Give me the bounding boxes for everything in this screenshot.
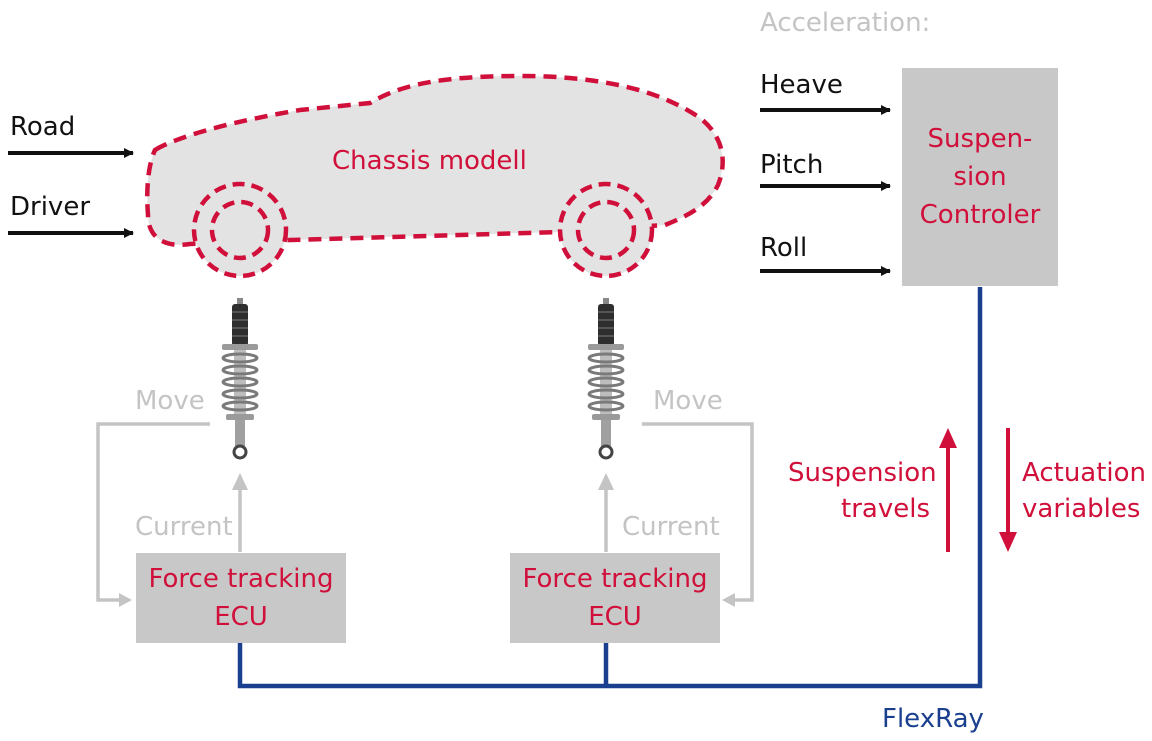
roll-label: Roll (760, 233, 808, 263)
suspension-travels-label-line1: Suspension (788, 458, 937, 488)
left-current-label: Current (135, 512, 233, 542)
right-shock-absorber (587, 298, 625, 460)
right-wheel (557, 181, 655, 279)
flexray-label: FlexRay (882, 704, 984, 734)
heave-label: Heave (760, 70, 843, 100)
controller-label-line3: Controler (919, 200, 1041, 230)
right-move-arrowhead (722, 593, 735, 607)
left-current-arrowhead (232, 473, 248, 490)
right-ecu-label-line1: Force tracking (522, 564, 708, 594)
chassis-model-label: Chassis modell (332, 146, 527, 176)
flexray-bus (237, 287, 983, 689)
actuation-variables-label-line2: variables (1022, 494, 1141, 524)
left-move-arrowhead (119, 593, 132, 607)
right-force-tracking-ecu: Force tracking ECU (510, 553, 720, 643)
left-ecu-label-line2: ECU (214, 602, 268, 632)
right-current-arrowhead (598, 473, 614, 490)
left-ecu-label-line1: Force tracking (148, 564, 334, 594)
actuation-variables-arrowhead (999, 532, 1017, 552)
acceleration-title: Acceleration: (760, 8, 931, 38)
suspension-travels-arrowhead (939, 428, 957, 448)
left-move-label: Move (135, 386, 205, 416)
right-move-label: Move (653, 386, 723, 416)
suspension-travels-label-line2: travels (841, 494, 930, 524)
pitch-label: Pitch (760, 150, 824, 180)
driver-label: Driver (10, 192, 91, 222)
road-label: Road (10, 112, 76, 142)
left-force-tracking-ecu: Force tracking ECU (136, 553, 346, 643)
right-ecu-label-line2: ECU (588, 602, 642, 632)
controller-label-line1: Suspen- (927, 124, 1033, 154)
left-wheel (191, 181, 289, 279)
controller-label-line2: sion (953, 162, 1007, 192)
right-current-label: Current (622, 512, 720, 542)
suspension-controller-box: Suspen- sion Controler (902, 68, 1058, 286)
left-shock-absorber (221, 298, 259, 460)
actuation-variables-label-line1: Actuation (1022, 458, 1147, 488)
left-move-loop (96, 422, 210, 602)
right-move-loop (642, 422, 754, 602)
